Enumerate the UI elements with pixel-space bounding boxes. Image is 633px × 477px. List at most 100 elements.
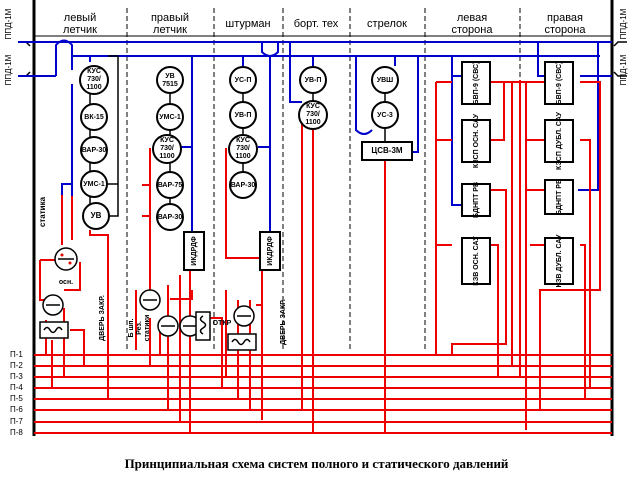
valve-rez-1 — [139, 289, 161, 311]
heater-rez — [195, 311, 211, 341]
reserve-static-label: Рез. — [136, 321, 143, 335]
osn-label: осн. — [59, 279, 73, 286]
svg-text:730/: 730/ — [160, 145, 174, 152]
pitot-label: ППД-1М — [619, 54, 628, 85]
svg-text:КЗВ ДУБЛ. САУ: КЗВ ДУБЛ. САУ — [556, 234, 563, 288]
pipe-label: П-3 — [10, 372, 23, 381]
misc-labels: статика осн. ДВЕРЬ ЗАКР. ДВЕРЬ ЗАКР. Б ш… — [38, 196, 287, 344]
kus-indicator: КУС 730/ 1100 — [298, 100, 328, 130]
bvp-unit: БВП-9 (СВС) — [461, 61, 491, 105]
svg-text:ВК-15: ВК-15 — [84, 114, 104, 121]
pitot-label: ППД-1М — [4, 54, 13, 85]
svg-text:УС-П: УС-П — [235, 77, 252, 84]
side-labels: ППД-1М ППД-1М ППД-1М ППД-1М — [4, 8, 628, 85]
svg-text:УМС-1: УМС-1 — [159, 114, 181, 121]
svg-text:КУС: КУС — [87, 68, 101, 75]
svg-text:730/: 730/ — [306, 111, 320, 118]
uvsh-indicator: УВШ — [371, 66, 399, 94]
var30-indicator: ВАР-30 — [156, 203, 184, 231]
us-p-indicator: УС-П — [229, 66, 257, 94]
vk15-indicator: ВК-15 — [80, 103, 108, 131]
frame — [32, 0, 614, 436]
column-header: борт. тех — [294, 18, 339, 30]
heater-navigator — [227, 333, 257, 351]
svg-text:ВАР-30: ВАР-30 — [158, 214, 183, 221]
svg-text:КУС: КУС — [160, 137, 174, 144]
ikdrdf-unit: ИКДРДФ — [183, 231, 205, 271]
svg-text:1100: 1100 — [235, 153, 250, 160]
door-closed-label: ДВЕРЬ ЗАКР. — [280, 299, 287, 345]
svg-text:ВАР-30: ВАР-30 — [231, 182, 256, 189]
svg-text:730/: 730/ — [236, 145, 250, 152]
svg-text:КЗСП ОСН. САУ: КЗСП ОСН. САУ — [473, 113, 480, 168]
svg-text:УВ: УВ — [91, 211, 102, 220]
svg-text:1100: 1100 — [159, 153, 174, 160]
column-dividers — [126, 8, 521, 352]
pipe-label: П-2 — [10, 361, 23, 370]
svg-text:730/: 730/ — [87, 76, 101, 83]
kzv-unit: КЗВ ДУБЛ. САУ — [544, 234, 574, 288]
svg-text:ИКДРДФ: ИКДРДФ — [191, 236, 198, 265]
kzsp-unit: КЗСП ОСН. САУ — [461, 113, 491, 168]
kzv-unit: КЗВ ОСН. САУ — [461, 236, 491, 286]
ums1-indicator: УМС-1 — [156, 103, 184, 131]
column-header: стрелок — [367, 18, 407, 30]
uv-indicator: УВ 7515 — [156, 66, 184, 94]
svg-text:УВ: УВ — [165, 73, 174, 80]
bvp-unit: БВП-9 (СВС) — [544, 61, 574, 105]
valve-navigator — [233, 305, 255, 327]
svg-text:БДНПТ РВ: БДНПТ РВ — [556, 179, 563, 215]
navigator-instruments: УС-П УВ-П КУС 730/ 1100 ВАР-30 ИКДРДФ — [228, 66, 281, 271]
svg-text:7515: 7515 — [162, 81, 178, 88]
door-closed-label: ДВЕРЬ ЗАКР. — [99, 295, 106, 341]
svg-text:КЗВ ОСН. САУ: КЗВ ОСН. САУ — [473, 236, 480, 286]
valve-osn — [54, 247, 78, 271]
kus-indicator: КУС 730/ 1100 — [152, 134, 182, 164]
csv-unit: ЦСВ-3М — [361, 141, 413, 161]
bdnpt-unit: БДНПТ РВ — [461, 182, 491, 218]
svg-text:УВШ: УВШ — [377, 77, 393, 84]
bdnpt-unit: БДНПТ РВ — [544, 179, 574, 215]
right-side-units: БВП-9 (СВС) КЗСП ДУБЛ. САУ БДНПТ РВ КЗВ … — [544, 61, 574, 288]
kzsp-unit: КЗСП ДУБЛ. САУ — [544, 111, 574, 170]
svg-text:БВП-9 (СВС): БВП-9 (СВС) — [473, 62, 480, 105]
svg-text:1100: 1100 — [86, 84, 101, 91]
uv-p-indicator: УВ-П — [229, 101, 257, 129]
svg-text:УВ-П: УВ-П — [305, 77, 322, 84]
pipe-label: П-7 — [10, 417, 23, 426]
ikdrdf-unit: ИКДРДФ — [259, 231, 281, 271]
svg-text:1100: 1100 — [305, 119, 320, 126]
pipe-label: П-4 — [10, 383, 23, 392]
static-pressure-lines — [34, 80, 612, 434]
kus-indicator: КУС 730/ 1100 — [79, 65, 109, 95]
pipe-label: П-1 — [10, 350, 23, 359]
static-valves — [39, 247, 257, 351]
var30-indicator: ВАР-30 — [80, 136, 108, 164]
uv-p-indicator: УВ-П — [299, 66, 327, 94]
svg-text:БДНПТ РВ: БДНПТ РВ — [473, 182, 480, 218]
svg-text:КЗСП ДУБЛ. САУ: КЗСП ДУБЛ. САУ — [556, 111, 563, 170]
svg-text:ВАР-75: ВАР-75 — [158, 182, 183, 189]
var75-indicator: ВАР-75 — [156, 171, 184, 199]
heater-left — [39, 321, 69, 339]
right-pilot-instruments: УВ 7515 УМС-1 КУС 730/ 1100 ВАР-75 ВАР-3… — [152, 66, 205, 271]
svg-text:УМС-1: УМС-1 — [83, 181, 105, 188]
svg-text:КУС: КУС — [236, 137, 250, 144]
valve-left-door — [42, 294, 64, 316]
pipe-label: П-6 — [10, 405, 23, 414]
reserve-static-label: статики — [144, 315, 151, 342]
pitot-label: ППД-1М — [4, 8, 13, 39]
diagram-caption: Принципиальная схема систем полного и ст… — [124, 456, 509, 471]
svg-text:УВ-П: УВ-П — [235, 112, 252, 119]
valve-rez-2 — [157, 315, 179, 337]
var30-indicator: ВАР-30 — [229, 171, 257, 199]
uv-indicator: УВ — [82, 202, 110, 230]
reserve-static-label: Б шп. — [128, 318, 135, 337]
svg-text:УС-3: УС-3 — [377, 112, 393, 119]
svg-text:ИКДРДФ: ИКДРДФ — [267, 236, 274, 265]
svg-text:КУС: КУС — [306, 103, 320, 110]
